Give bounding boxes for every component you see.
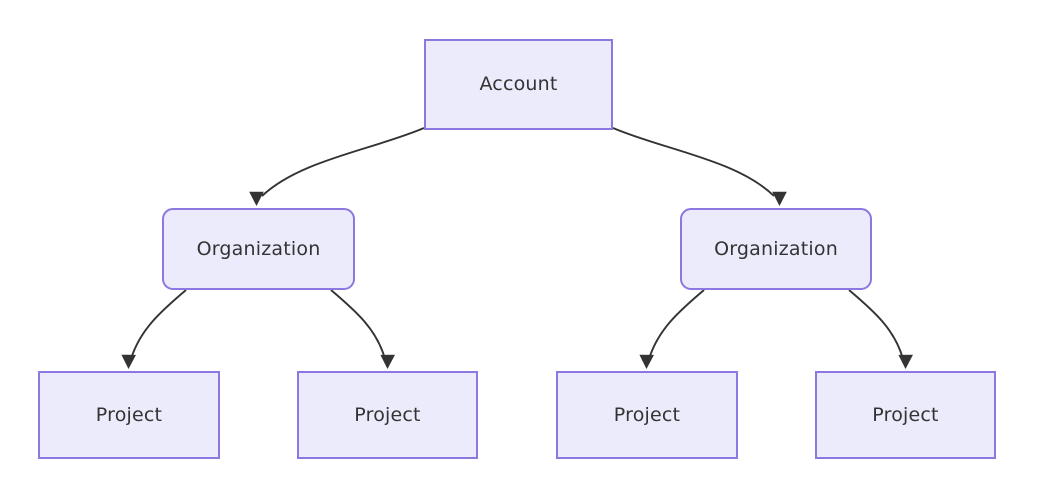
node-project-3-label: Project: [613, 403, 681, 426]
node-project-4[interactable]: Project: [815, 371, 996, 459]
arrow-head-icon: [249, 191, 264, 206]
node-organization-left[interactable]: Organization: [162, 208, 355, 290]
node-organization-left-label: Organization: [196, 237, 321, 260]
edge-org-left-project-2: [330, 289, 395, 369]
node-project-1[interactable]: Project: [38, 371, 220, 459]
edge-org-right-project-4: [848, 289, 913, 369]
node-organization-right-label: Organization: [714, 237, 838, 260]
edge-account-org-left: [249, 127, 425, 206]
node-project-2[interactable]: Project: [297, 371, 478, 459]
node-account-label: Account: [479, 73, 558, 95]
edge-account-org-right: [612, 127, 787, 206]
node-organization-right[interactable]: Organization: [680, 208, 872, 290]
node-project-1-label: Project: [95, 403, 163, 426]
node-project-2-label: Project: [354, 403, 421, 426]
node-project-3[interactable]: Project: [556, 371, 738, 459]
node-account[interactable]: Account: [424, 39, 613, 130]
node-project-4-label: Project: [872, 403, 939, 426]
arrow-head-icon: [121, 354, 136, 369]
arrow-head-icon: [380, 354, 395, 369]
arrow-head-icon: [772, 191, 787, 206]
edge-org-right-project-3: [639, 289, 705, 369]
edge-org-left-project-1: [121, 289, 187, 369]
arrow-head-icon: [898, 354, 913, 369]
arrow-head-icon: [639, 354, 654, 369]
